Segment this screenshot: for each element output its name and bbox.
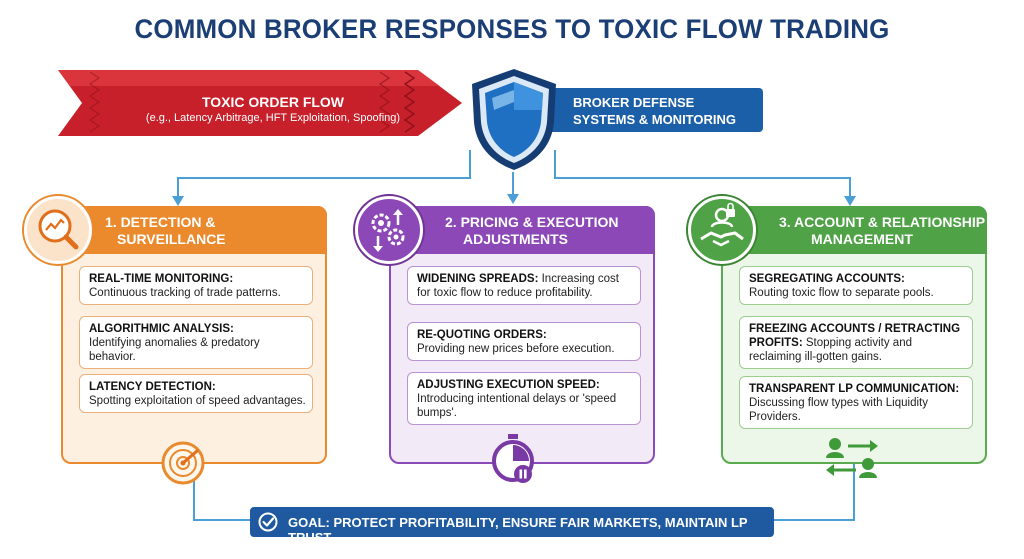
stopwatch-pause-icon (492, 434, 534, 483)
card-label: SEGREGATING ACCOUNTS: (749, 273, 905, 285)
card-text: Providing new prices before execution. (417, 343, 615, 355)
card-label: ADJUSTING EXECUTION SPEED: (417, 379, 600, 391)
shield-icon (472, 69, 556, 170)
card-label: RE-QUOTING ORDERS: (417, 329, 547, 341)
card-algorithmic-analysis: ALGORITHMIC ANALYSIS: Identifying anomal… (79, 316, 313, 369)
card-text: Identifying anomalies & predatory behavi… (89, 337, 260, 363)
panel-account-relationship: 3. ACCOUNT & RELATIONSHIP MANAGEMENT SEG… (721, 206, 987, 464)
defense-line-2: SYSTEMS & MONITORING (573, 112, 736, 127)
card-label: WIDENING SPREADS: (417, 273, 539, 285)
card-text: Routing toxic flow to separate pools. (749, 287, 934, 299)
panel-title-line-1: 3. ACCOUNT & RELATIONSHIP (779, 214, 986, 230)
handshake-lock-icon (688, 196, 756, 264)
card-transparent-lp-communication: TRANSPARENT LP COMMUNICATION: Discussing… (739, 376, 973, 429)
panel-title-line-2: SURVEILLANCE (117, 231, 226, 247)
card-label: REAL-TIME MONITORING: (89, 273, 234, 285)
panel-title-line-1: 1. DETECTION & (105, 214, 216, 230)
check-circle-icon (258, 512, 278, 532)
card-label: LATENCY DETECTION: (89, 381, 216, 393)
panel-title-line-2: ADJUSTMENTS (463, 231, 569, 247)
card-re-quoting-orders: RE-QUOTING ORDERS: Providing new prices … (407, 322, 641, 361)
toxic-flow-label: TOXIC ORDER FLOW (e.g., Latency Arbitrag… (118, 94, 428, 124)
card-segregating-accounts: SEGREGATING ACCOUNTS: Routing toxic flow… (739, 266, 973, 305)
card-text: Spotting exploitation of speed advantage… (89, 395, 306, 407)
card-adjusting-execution-speed: ADJUSTING EXECUTION SPEED: Introducing i… (407, 372, 641, 425)
card-widening-spreads: WIDENING SPREADS: Increasing cost for to… (407, 266, 641, 305)
panel-header: 2. PRICING & EXECUTION ADJUSTMENTS (389, 206, 655, 254)
defense-systems-box: BROKER DEFENSE SYSTEMS & MONITORING (545, 88, 763, 132)
panel-title-line-2: MANAGEMENT (811, 231, 913, 247)
panel-header: 1. DETECTION & SURVEILLANCE (61, 206, 327, 254)
exchange-users-icon (826, 438, 878, 478)
card-latency-detection: LATENCY DETECTION: Spotting exploitation… (79, 374, 313, 413)
toxic-flow-heading: TOXIC ORDER FLOW (201, 94, 345, 110)
card-text: Continuous tracking of trade patterns. (89, 287, 281, 299)
card-label: TRANSPARENT LP COMMUNICATION: (749, 383, 960, 395)
card-text: Stopping activity and reclaiming ill-got… (749, 337, 912, 363)
gears-arrows-icon (355, 196, 423, 264)
card-freezing-accounts: FREEZING ACCOUNTS / RETRACTING PROFITS: … (739, 316, 973, 369)
panel-header: 3. ACCOUNT & RELATIONSHIP MANAGEMENT (721, 206, 987, 254)
magnifier-chart-icon (24, 196, 92, 264)
panel-pricing-execution: 2. PRICING & EXECUTION ADJUSTMENTS WIDEN… (389, 206, 655, 464)
page-title: COMMON BROKER RESPONSES TO TOXIC FLOW TR… (134, 14, 890, 44)
card-label: FREEZING ACCOUNTS / RETRACTING PROFITS: (749, 323, 961, 349)
radar-icon (161, 441, 205, 485)
card-label: ALGORITHMIC ANALYSIS: (89, 323, 234, 335)
card-text: Introducing intentional delays or 'speed… (417, 393, 617, 419)
panel-title-line-1: 2. PRICING & EXECUTION (445, 214, 619, 230)
card-text: Discussing flow types with Liquidity Pro… (749, 397, 928, 423)
card-real-time-monitoring: REAL-TIME MONITORING: Continuous trackin… (79, 266, 313, 305)
toxic-flow-examples: (e.g., Latency Arbitrage, HFT Exploitati… (145, 112, 401, 124)
toxic-flow-arrow (58, 70, 462, 136)
defense-line-1: BROKER DEFENSE (573, 95, 695, 110)
panel-detection: 1. DETECTION & SURVEILLANCE REAL-TIME MO… (61, 206, 327, 464)
goal-banner: GOAL: PROTECT PROFITABILITY, ENSURE FAIR… (250, 507, 774, 545)
card-text: Increasing cost for toxic flow to reduce… (417, 273, 619, 299)
